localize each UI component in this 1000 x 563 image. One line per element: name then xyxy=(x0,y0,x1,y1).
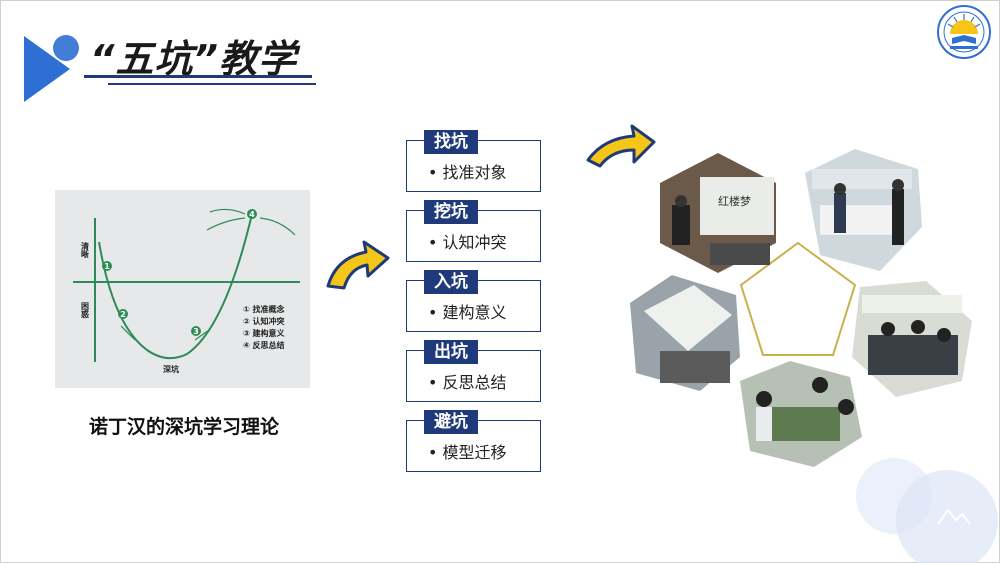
play-triangle-icon xyxy=(24,35,79,102)
stage-tag: 出坑 xyxy=(424,340,478,364)
legend-item-4: ④ 反思总结 xyxy=(243,340,285,350)
stage-enter: 入坑 • 建构意义 xyxy=(406,270,546,332)
point-4-label: 4 xyxy=(249,210,255,219)
classroom-photo-collage: 红楼梦 xyxy=(630,149,972,467)
stage-item: • 反思总结 xyxy=(428,373,507,392)
stage-tag: 入坑 xyxy=(424,270,478,294)
point-2-label: 2 xyxy=(120,310,126,319)
legend-item-3: ③ 建构意义 xyxy=(243,328,286,338)
center-pentagon xyxy=(739,241,857,356)
deep-pit-learning-chart: 清晰 困惑 1 2 3 4 深坑 ① 找准概念 ② 认知冲突 ③ 建构意义 ④ … xyxy=(55,190,310,388)
stage-item: • 建构意义 xyxy=(428,303,507,322)
stage-find: 找坑 • 找准对象 xyxy=(406,130,546,192)
stage-item: • 找准对象 xyxy=(428,163,507,182)
photo-blackboard-lesson: 红楼梦 xyxy=(660,153,776,273)
board-text: 红楼梦 xyxy=(718,194,751,208)
mountain-icon xyxy=(937,508,971,525)
stage-tag: 挖坑 xyxy=(424,200,478,224)
curved-arrow-icon xyxy=(586,124,656,168)
slide-title: “五坑”教学 xyxy=(90,37,297,81)
title-underline-secondary xyxy=(108,83,316,85)
stage-item: • 认知冲突 xyxy=(428,233,507,252)
point-3-label: 3 xyxy=(193,327,199,336)
school-logo xyxy=(937,5,991,59)
photo-classroom-discussion xyxy=(852,281,972,397)
curved-arrow-icon xyxy=(326,240,390,290)
stage-item: • 模型迁移 xyxy=(428,443,507,462)
theory-caption: 诺丁汉的深坑学习理论 xyxy=(88,416,279,438)
title-underline xyxy=(84,75,312,78)
point-1-label: 1 xyxy=(104,262,110,271)
decorative-bubble xyxy=(896,470,998,563)
legend-item-2: ② 认知冲突 xyxy=(243,316,285,326)
stage-tag: 找坑 xyxy=(424,130,478,154)
photo-projector-lesson xyxy=(630,275,740,391)
legend-item-1: ① 找准概念 xyxy=(243,304,285,314)
y-axis-bottom-label: 困惑 xyxy=(81,302,90,319)
photo-lab-class xyxy=(805,149,922,271)
stage-dig: 挖坑 • 认知冲突 xyxy=(406,200,546,262)
y-axis-top-label: 清晰 xyxy=(81,241,90,259)
pit-label: 深坑 xyxy=(163,364,179,374)
stage-tag: 避坑 xyxy=(424,410,478,434)
stage-avoid: 避坑 • 模型迁移 xyxy=(406,410,546,472)
photo-group-work xyxy=(740,361,862,467)
stage-exit: 出坑 • 反思总结 xyxy=(406,340,546,402)
